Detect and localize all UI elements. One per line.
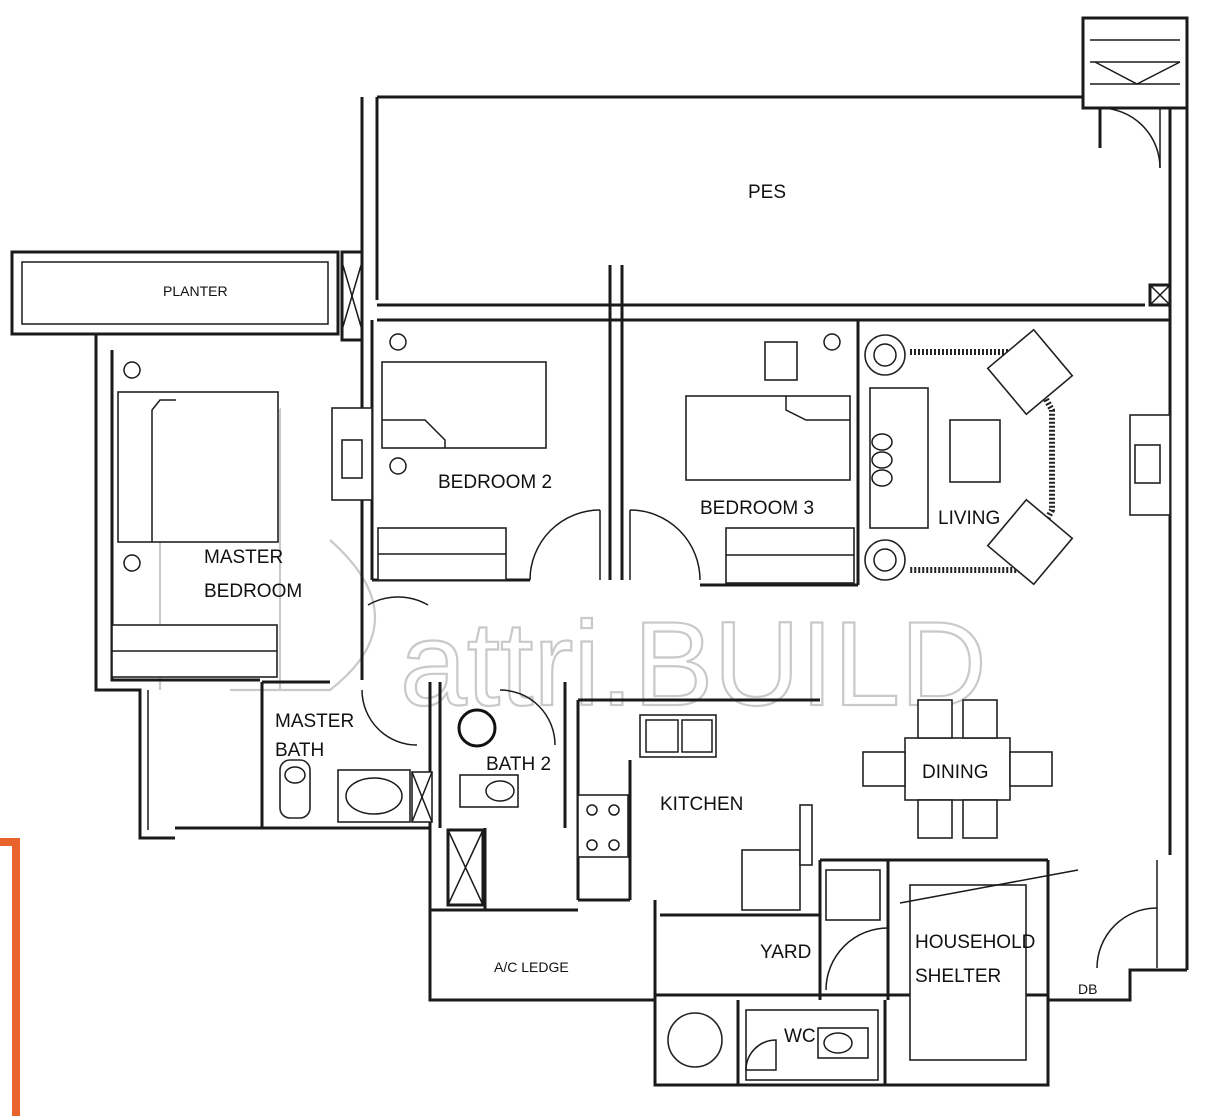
household-shelter-label-2: SHELTER (915, 966, 1001, 987)
pes-label: PES (748, 182, 786, 203)
bedroom-3-furniture (629, 333, 855, 584)
dining-furniture (862, 699, 1053, 839)
ac-ledge-label: A/C LEDGE (494, 959, 569, 975)
bedroom-2-label: BEDROOM 2 (438, 472, 552, 493)
wc-label: WC (784, 1026, 816, 1047)
master-bedroom-label-2: BEDROOM (204, 581, 302, 602)
staircase (1081, 16, 1189, 110)
living-label: LIVING (938, 508, 1000, 529)
watermark: attri.BUILD (158, 407, 988, 732)
bath-2-label: BATH 2 (486, 754, 551, 775)
service-shafts (446, 828, 485, 907)
accent-bar (0, 838, 20, 1116)
kitchen-label: KITCHEN (660, 794, 743, 815)
planter-label: PLANTER (163, 283, 228, 299)
watermark-text: attri.BUILD (400, 597, 987, 731)
bedroom-2-furniture (331, 333, 601, 581)
bedroom-3-label: BEDROOM 3 (700, 498, 814, 519)
master-bath-label-2: BATH (275, 740, 324, 761)
db-label: DB (1078, 981, 1097, 997)
outer-walls (94, 18, 1189, 1087)
pes-door (1098, 107, 1172, 307)
household-shelter-label-1: HOUSEHOLD (915, 932, 1035, 953)
dining-label: DINING (922, 762, 989, 783)
master-bedroom-furniture (111, 361, 429, 678)
yard-shelter (825, 860, 1158, 1061)
living-furniture (864, 328, 1171, 586)
wc-fixtures (667, 1009, 879, 1081)
master-bedroom-label-1: MASTER (204, 547, 283, 568)
kitchen-fixtures (577, 714, 813, 911)
bath-2-fixtures (457, 689, 556, 808)
master-bath-label-1: MASTER (275, 711, 354, 732)
planter: PLANTER (10, 250, 364, 342)
master-bath-fixtures (279, 689, 433, 823)
yard-label: YARD (760, 942, 811, 963)
